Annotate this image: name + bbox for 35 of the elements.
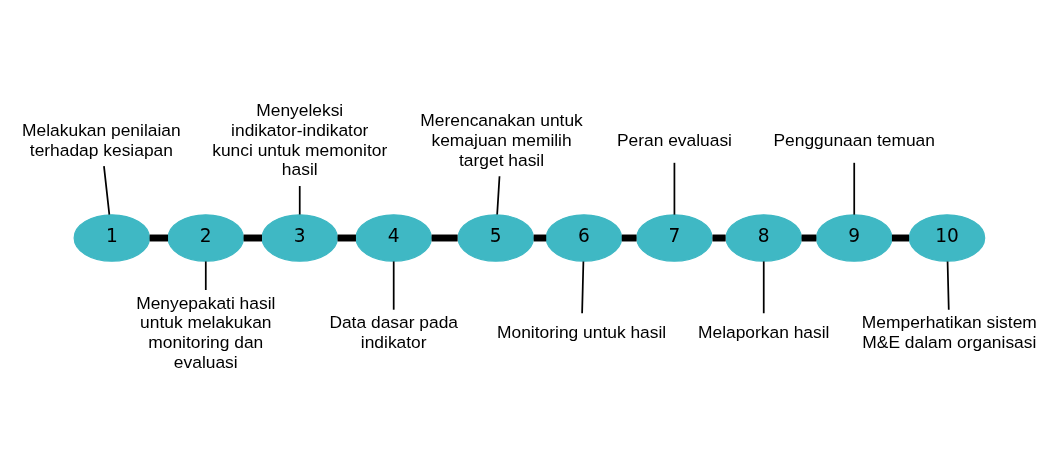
node-text: Merencanakan untuk kemajuan memilih target hasil bbox=[420, 110, 583, 170]
connector bbox=[243, 234, 262, 242]
node-text: Monitoring untuk hasil bbox=[497, 322, 667, 343]
connector bbox=[853, 161, 856, 216]
node-ellipse: 10 bbox=[908, 214, 986, 262]
node-text: Menyepakati hasil untuk melakukan monitoring dan evaluasi bbox=[136, 292, 276, 372]
connector bbox=[712, 234, 726, 242]
node-ellipse: 6 bbox=[545, 214, 623, 262]
node-text: Melakukan penilaian terhadap kesiapan bbox=[22, 119, 181, 160]
connector bbox=[103, 165, 111, 216]
connector bbox=[762, 260, 765, 315]
connector bbox=[204, 260, 207, 291]
node-ellipse: 5 bbox=[457, 214, 535, 262]
connector bbox=[496, 175, 501, 216]
connector bbox=[392, 260, 395, 311]
connector bbox=[298, 185, 301, 216]
node-ellipse: 1 bbox=[73, 214, 151, 262]
node-ellipse: 4 bbox=[355, 214, 432, 262]
connector bbox=[673, 161, 676, 216]
connector bbox=[946, 260, 950, 311]
node-text: Peran evaluasi bbox=[616, 129, 732, 150]
connector bbox=[431, 234, 458, 242]
node-text: Memperhatikan sistem M&E dalam organisasi bbox=[861, 312, 1037, 353]
node-text: Menyeleksi indikator-indikator kunci untuk memonitor hasil bbox=[212, 100, 388, 180]
node-ellipse: 7 bbox=[636, 214, 713, 262]
node-ellipse: 9 bbox=[815, 214, 893, 262]
node-ellipse: 8 bbox=[725, 214, 803, 262]
node-ellipse: 3 bbox=[261, 214, 338, 262]
node-text: Melaporkan hasil bbox=[698, 322, 830, 343]
connector bbox=[337, 234, 356, 242]
node-ellipse: 2 bbox=[167, 214, 245, 262]
connector bbox=[149, 234, 169, 242]
connector bbox=[581, 260, 585, 315]
node-text: Data dasar pada indikator bbox=[329, 312, 458, 353]
node-text: Penggunaan temuan bbox=[773, 129, 935, 150]
